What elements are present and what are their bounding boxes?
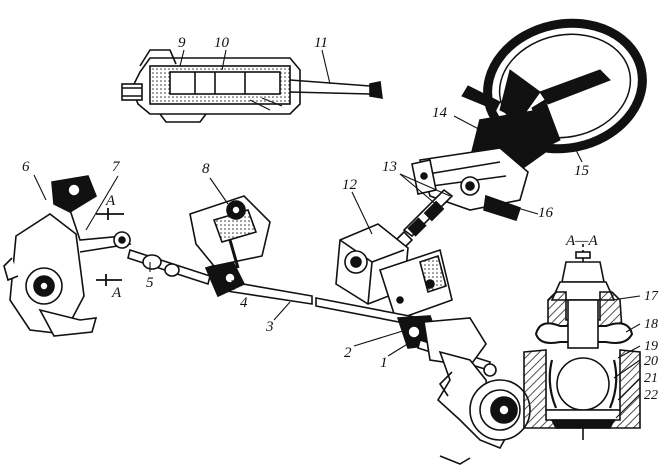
callout-17: 17 <box>644 289 658 304</box>
section-title-a-a: A—A <box>566 233 598 249</box>
steering-wheel <box>461 18 647 154</box>
left-steering-knuckle <box>3 175 132 337</box>
callout-16: 16 <box>538 205 553 221</box>
callout-22: 22 <box>644 388 658 403</box>
leader-lines <box>33 49 641 419</box>
ball-joint-section <box>523 244 641 440</box>
callout-13: 13 <box>382 159 397 175</box>
idler-arm-bracket <box>189 195 271 269</box>
callout-19: 19 <box>644 339 658 354</box>
callout-6: 6 <box>22 159 30 175</box>
callout-7: 7 <box>112 159 120 175</box>
callout-20: 20 <box>644 354 658 369</box>
section-marker-lines <box>96 208 124 286</box>
intermediate-shaft <box>388 188 454 256</box>
section-mark-a-lower: A <box>112 285 122 301</box>
callout-15: 15 <box>574 163 589 179</box>
callout-18: 18 <box>644 317 658 332</box>
callout-3: 3 <box>266 319 274 335</box>
callout-9: 9 <box>178 35 186 51</box>
right-steering-knuckle <box>423 317 531 465</box>
callout-4: 4 <box>240 295 248 311</box>
callout-14: 14 <box>432 105 447 121</box>
callout-2: 2 <box>344 345 352 361</box>
callout-8: 8 <box>202 161 210 177</box>
callout-10: 10 <box>214 35 229 51</box>
callout-11: 11 <box>314 35 328 51</box>
steering-gear-box <box>335 223 453 322</box>
callout-1: 1 <box>380 355 388 371</box>
steering-column-shaft <box>121 49 383 123</box>
callout-21: 21 <box>644 371 658 386</box>
callout-5: 5 <box>146 275 154 291</box>
section-mark-a-upper: A <box>106 193 116 209</box>
callout-12: 12 <box>342 177 357 193</box>
